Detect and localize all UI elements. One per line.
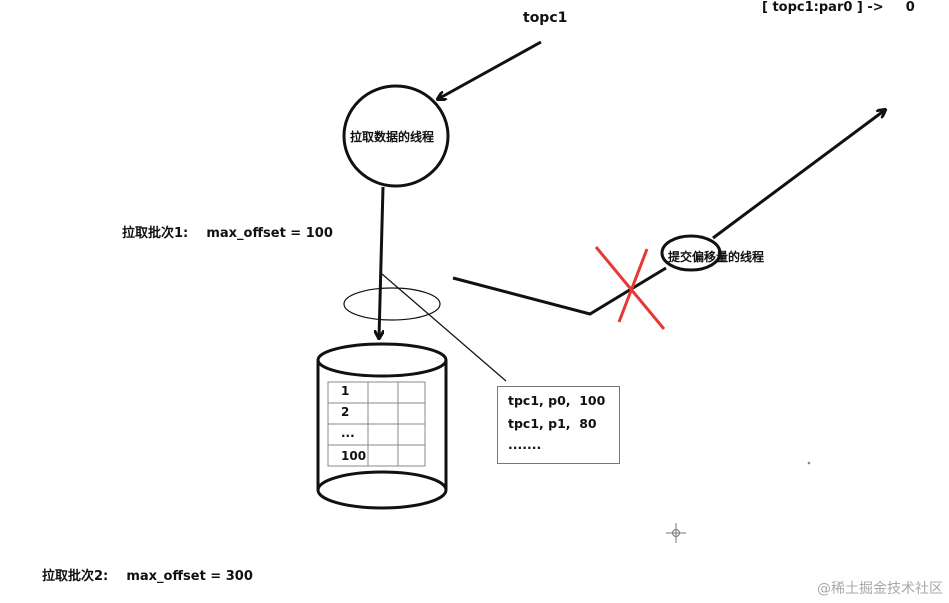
commit-path-line xyxy=(452,266,667,316)
batch2-label: 拉取批次2: max_offset = 300 xyxy=(42,569,253,584)
watermark: @稀土掘金技术社区 xyxy=(817,581,943,597)
batch1-label: 拉取批次1: max_offset = 100 xyxy=(122,226,333,241)
commit-out-arrow xyxy=(712,110,885,240)
storage-grid xyxy=(327,381,426,467)
offset-readout: [ topc1:par0 ] -> 0 xyxy=(762,0,915,16)
storage-row-label: 100 xyxy=(341,449,367,463)
red-cross-mark xyxy=(594,246,666,330)
thread-to-storage-arrow xyxy=(379,186,385,338)
topic-label: topc1 xyxy=(523,10,568,26)
topic-to-thread-arrow xyxy=(438,40,542,99)
offset-entry: tpc1, p1, 80 xyxy=(508,416,597,431)
storage-row-label: 2 xyxy=(341,405,350,419)
offset-entry: ....... xyxy=(508,437,542,452)
offset-readout-value: 0 xyxy=(905,0,915,15)
commit-thread-node xyxy=(660,234,722,272)
batch-to-offset-line xyxy=(381,273,507,382)
committed-offsets-box: tpc1, p0, 100 tpc1, p1, 80 ....... xyxy=(497,386,620,464)
commit-thread-label: 提交偏移量的线程 xyxy=(668,250,765,264)
storage-cylinder xyxy=(316,342,448,510)
storage-row-label: 1 xyxy=(341,384,350,398)
stray-dot xyxy=(807,461,811,465)
fetch-thread-label: 拉取数据的线程 xyxy=(350,130,435,144)
fetch-thread-node xyxy=(342,84,450,188)
offset-entry: tpc1, p0, 100 xyxy=(508,393,606,408)
batch-snapshot-ellipse xyxy=(343,287,441,321)
storage-row-label: ... xyxy=(341,426,355,440)
offset-readout-key: [ topc1:par0 ] -> xyxy=(762,0,884,15)
crosshair-cursor-icon xyxy=(666,523,686,543)
